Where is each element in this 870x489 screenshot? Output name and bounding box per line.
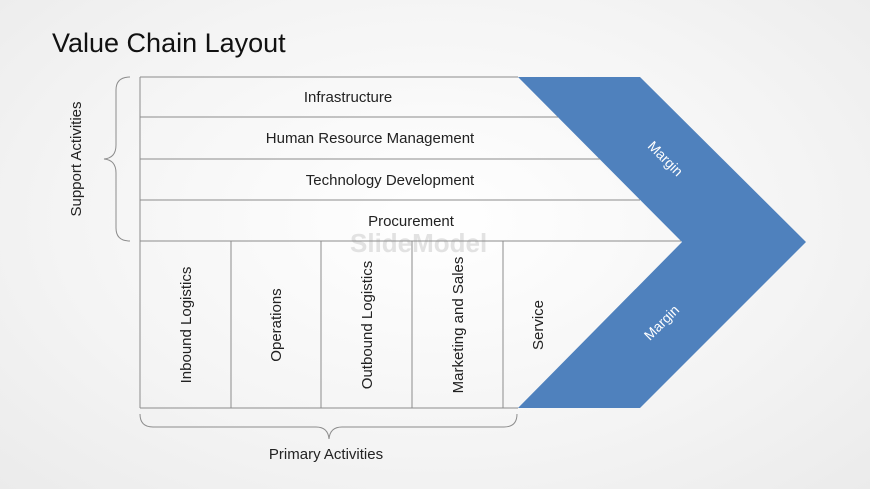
margin-chevron — [518, 77, 806, 408]
column-inbound-logistics: Inbound Logistics — [178, 267, 195, 384]
support-activities-brace — [103, 76, 131, 242]
column-service: Service — [530, 300, 547, 350]
primary-activities-label: Primary Activities — [269, 446, 383, 463]
primary-activities-brace — [139, 413, 518, 440]
column-outbound-logistics: Outbound Logistics — [359, 261, 376, 389]
page-title: Value Chain Layout — [52, 28, 286, 58]
row-infrastructure: Infrastructure — [304, 89, 392, 106]
column-marketing-and-sales: Marketing and Sales — [450, 257, 467, 394]
row-procurement: Procurement — [368, 213, 455, 230]
row-technology-development: Technology Development — [306, 172, 475, 189]
watermark: SlideModel — [350, 228, 487, 258]
grid-lines — [139, 76, 681, 409]
row-human-resource-management: Human Resource Management — [266, 130, 475, 147]
column-operations: Operations — [268, 288, 285, 361]
support-activities-label: Support Activities — [68, 101, 85, 216]
